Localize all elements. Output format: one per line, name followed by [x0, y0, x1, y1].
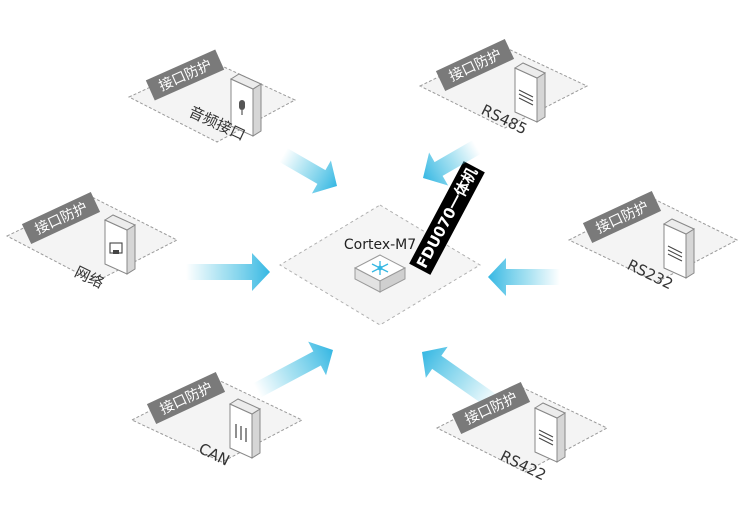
chip-label: Cortex-M7: [344, 237, 416, 253]
module-rs485: 接口防护 RS485: [418, 38, 589, 138]
serial-port-icon: [513, 62, 547, 123]
arrow-from-rs485: [423, 140, 481, 186]
arrow-from-can: [253, 341, 333, 398]
processor-chip-icon: [353, 254, 407, 293]
center-unit: FDU070一体机 Cortex-M7: [279, 161, 485, 326]
arrow-from-rs232: [488, 258, 560, 296]
arrow-from-audio: [279, 148, 337, 194]
microphone-icon: [229, 73, 263, 137]
arrow-from-rs422: [422, 346, 501, 411]
arrow-from-network: [186, 253, 270, 291]
module-rs232: 接口防护 RS232: [567, 190, 739, 293]
serial-port-icon: [533, 402, 567, 463]
module-network: 接口防护 网络: [5, 191, 179, 292]
ethernet-port-icon: [103, 214, 137, 275]
can-connector-icon: [228, 398, 262, 459]
module-audio: 接口防护 音频接口: [127, 49, 297, 144]
arrows: [186, 140, 560, 411]
module-rs422: 接口防护 RS422: [435, 381, 609, 484]
serial-port-icon: [662, 218, 696, 279]
